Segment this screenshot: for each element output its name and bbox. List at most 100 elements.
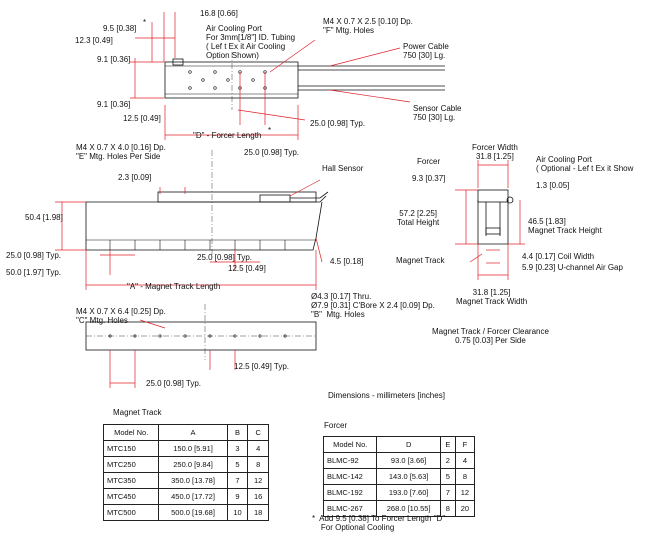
cell-a: 500.0 [19.68] (158, 504, 228, 521)
magnet-track-end (477, 200, 509, 245)
dim-50-typ: 50.0 [1.97] Typ. (6, 268, 62, 277)
cell-b: 9 (226, 488, 249, 505)
magnet-track-length-label: "A" - Magnet Track Length (127, 282, 221, 291)
dim-9-5: 9.5 [0.38] (103, 24, 137, 33)
dim-25-typ-bottom: 25.0 [0.98] Typ. (146, 379, 202, 388)
dim-25-typ-mid: 25.0 [0.98] Typ. (197, 253, 253, 262)
c-mtg-holes-note: M4 X 0.7 X 6.4 [0.25] Dp. "C" Mtg. Holes (76, 307, 166, 325)
air-port-top (172, 58, 184, 66)
dim-2-3: 2.3 [0.09] (118, 173, 152, 182)
magnet-track-label: Magnet Track (396, 256, 445, 265)
cell-a: 250.0 [9.84] (158, 456, 228, 473)
dim-4-5: 4.5 [0.18] (330, 257, 364, 266)
magnet-track-height-label: 46.5 [1.83] Magnet Track Height (528, 217, 602, 235)
table-row: MTC350 350.0 [13.78] 7 12 (102, 472, 269, 489)
forcer-length-label: "D" - Forcer Length (193, 131, 262, 140)
forcer-table: Model No. D E F BLMC-92 93.0 [3.66] 2 4 … (322, 436, 476, 517)
col-model: Model No. (102, 424, 160, 441)
magnet-track-side (85, 201, 323, 251)
magnet-track-table-title: Magnet Track (113, 408, 162, 417)
cell-model: MTC150 (102, 440, 160, 457)
cell-f: 12 (454, 484, 476, 501)
dim-9-1-bottom: 9.1 [0.36] (97, 100, 131, 109)
coil-width-label: 4.4 [0.17] Coil Width (522, 252, 595, 261)
c-holes-bottom (108, 334, 287, 338)
cell-model: MTC450 (102, 488, 160, 505)
cell-c: 4 (247, 440, 269, 457)
air-cooling-port-end-note: Air Cooling Port ( Optional - Lef t Ex i… (536, 155, 634, 173)
table-row: MTC150 150.0 [5.91] 3 4 (102, 440, 269, 457)
col-b: B (226, 424, 249, 441)
cell-f: 20 (454, 500, 476, 517)
magnet-track-width-label: 31.8 [1.25] Magnet Track Width (456, 288, 528, 306)
sensor-cable-side (290, 191, 329, 199)
cell-b: 10 (226, 504, 249, 521)
asterisk-mark-d: * (268, 126, 272, 135)
cell-f: 4 (454, 452, 476, 469)
e-mtg-holes-note: M4 X 0.7 X 4.0 [0.16] Dp. "E" Mtg. Holes… (76, 143, 166, 161)
forcer-table-title: Forcer (324, 421, 348, 430)
col-d: D (376, 436, 441, 453)
dim-25-typ-top: 25.0 [0.98] Typ. (310, 119, 366, 128)
clearance-note: Magnet Track / Forcer Clearance 0.75 [0.… (432, 327, 549, 345)
table-header-row: Model No. A B C (102, 424, 269, 441)
cell-d: 268.0 [10.55] (376, 500, 441, 517)
dim-25-typ-left: 25.0 [0.98] Typ. (6, 251, 62, 260)
dim-12-3: 12.3 [0.49] (75, 36, 113, 45)
dim-12-5-bottom: 12.5 [0.49] Typ. (234, 362, 290, 371)
col-model: Model No. (322, 436, 378, 453)
f-mtg-holes-top (188, 70, 267, 90)
power-cable-note: Power Cable 750 [30] Lg. (403, 42, 449, 60)
air-port-end (506, 196, 514, 204)
table-row: BLMC-192 193.0 [7.60] 7 12 (322, 484, 476, 501)
table-row: MTC450 450.0 [17.72] 9 16 (102, 488, 269, 505)
f-mtg-holes-note: M4 X 0.7 X 2.5 [0.10] Dp. "F" Mtg. Holes (323, 17, 413, 35)
forcer-width-label: Forcer Width 31.8 [1.25] (472, 143, 518, 161)
cell-c: 16 (247, 488, 269, 505)
dim-1-3: 1.3 [0.05] (536, 181, 570, 190)
cell-model: MTC250 (102, 456, 160, 473)
dim-12-5-top: 12.5 [0.49] (123, 114, 161, 123)
cell-a: 350.0 [13.78] (158, 472, 228, 489)
cell-a: 450.0 [17.72] (158, 488, 228, 505)
magnet-track-table: Model No. A B C MTC150 150.0 [5.91] 3 4 … (102, 424, 269, 521)
cell-d: 193.0 [7.60] (376, 484, 441, 501)
dimensions-note: Dimensions - millimeters [inches] (328, 391, 445, 400)
total-height-label: 57.2 [2.25] Total Height (397, 209, 440, 227)
dim-9-3: 9.3 [0.37] (412, 174, 446, 183)
cell-d: 93.0 [3.66] (376, 452, 441, 469)
cell-c: 12 (247, 472, 269, 489)
cell-model: BLMC-267 (322, 500, 378, 517)
dim-50-4: 50.4 [1.98] (25, 213, 63, 222)
cell-c: 8 (247, 456, 269, 473)
forcer-label: Forcer (417, 157, 441, 166)
cell-d: 143.0 [5.63] (376, 468, 441, 485)
cell-model: BLMC-142 (322, 468, 378, 485)
asterisk-mark-top: * (143, 18, 147, 27)
cell-e: 7 (439, 484, 456, 501)
cell-model: MTC500 (102, 504, 160, 521)
table-row: MTC250 250.0 [9.84] 5 8 (102, 456, 269, 473)
cell-b: 3 (226, 440, 249, 457)
cell-model: MTC350 (102, 472, 160, 489)
cell-a: 150.0 [5.91] (158, 440, 228, 457)
sensor-cable-note: Sensor Cable 750 [30] Lg. (413, 104, 462, 122)
b-holes-side (109, 240, 286, 250)
air-gap-label: 5.9 [0.23] U-channel Air Gap (522, 263, 623, 272)
b-mtg-holes-note: Ø4.3 [0.17] Thru. Ø7.9 [0.31] C'Bore X 2… (311, 292, 435, 319)
cell-b: 7 (226, 472, 249, 489)
table-row: BLMC-267 268.0 [10.55] 8 20 (322, 500, 476, 517)
dim-12-5-mid: 12.5 [0.49] (228, 264, 266, 273)
cell-e: 5 (439, 468, 456, 485)
cell-e: 2 (439, 452, 456, 469)
cell-b: 5 (226, 456, 249, 473)
optional-cooling-footnote: * Add 9.5 [0.38] To Forcer Length "D" Fo… (312, 514, 446, 532)
col-e: E (439, 436, 456, 453)
col-f: F (454, 436, 476, 453)
col-a: A (158, 424, 228, 441)
forcer-top-body (164, 61, 299, 99)
cell-model: BLMC-192 (322, 484, 378, 501)
hall-sensor-box (259, 194, 291, 203)
dim-16-8: 16.8 [0.66] (200, 9, 238, 18)
